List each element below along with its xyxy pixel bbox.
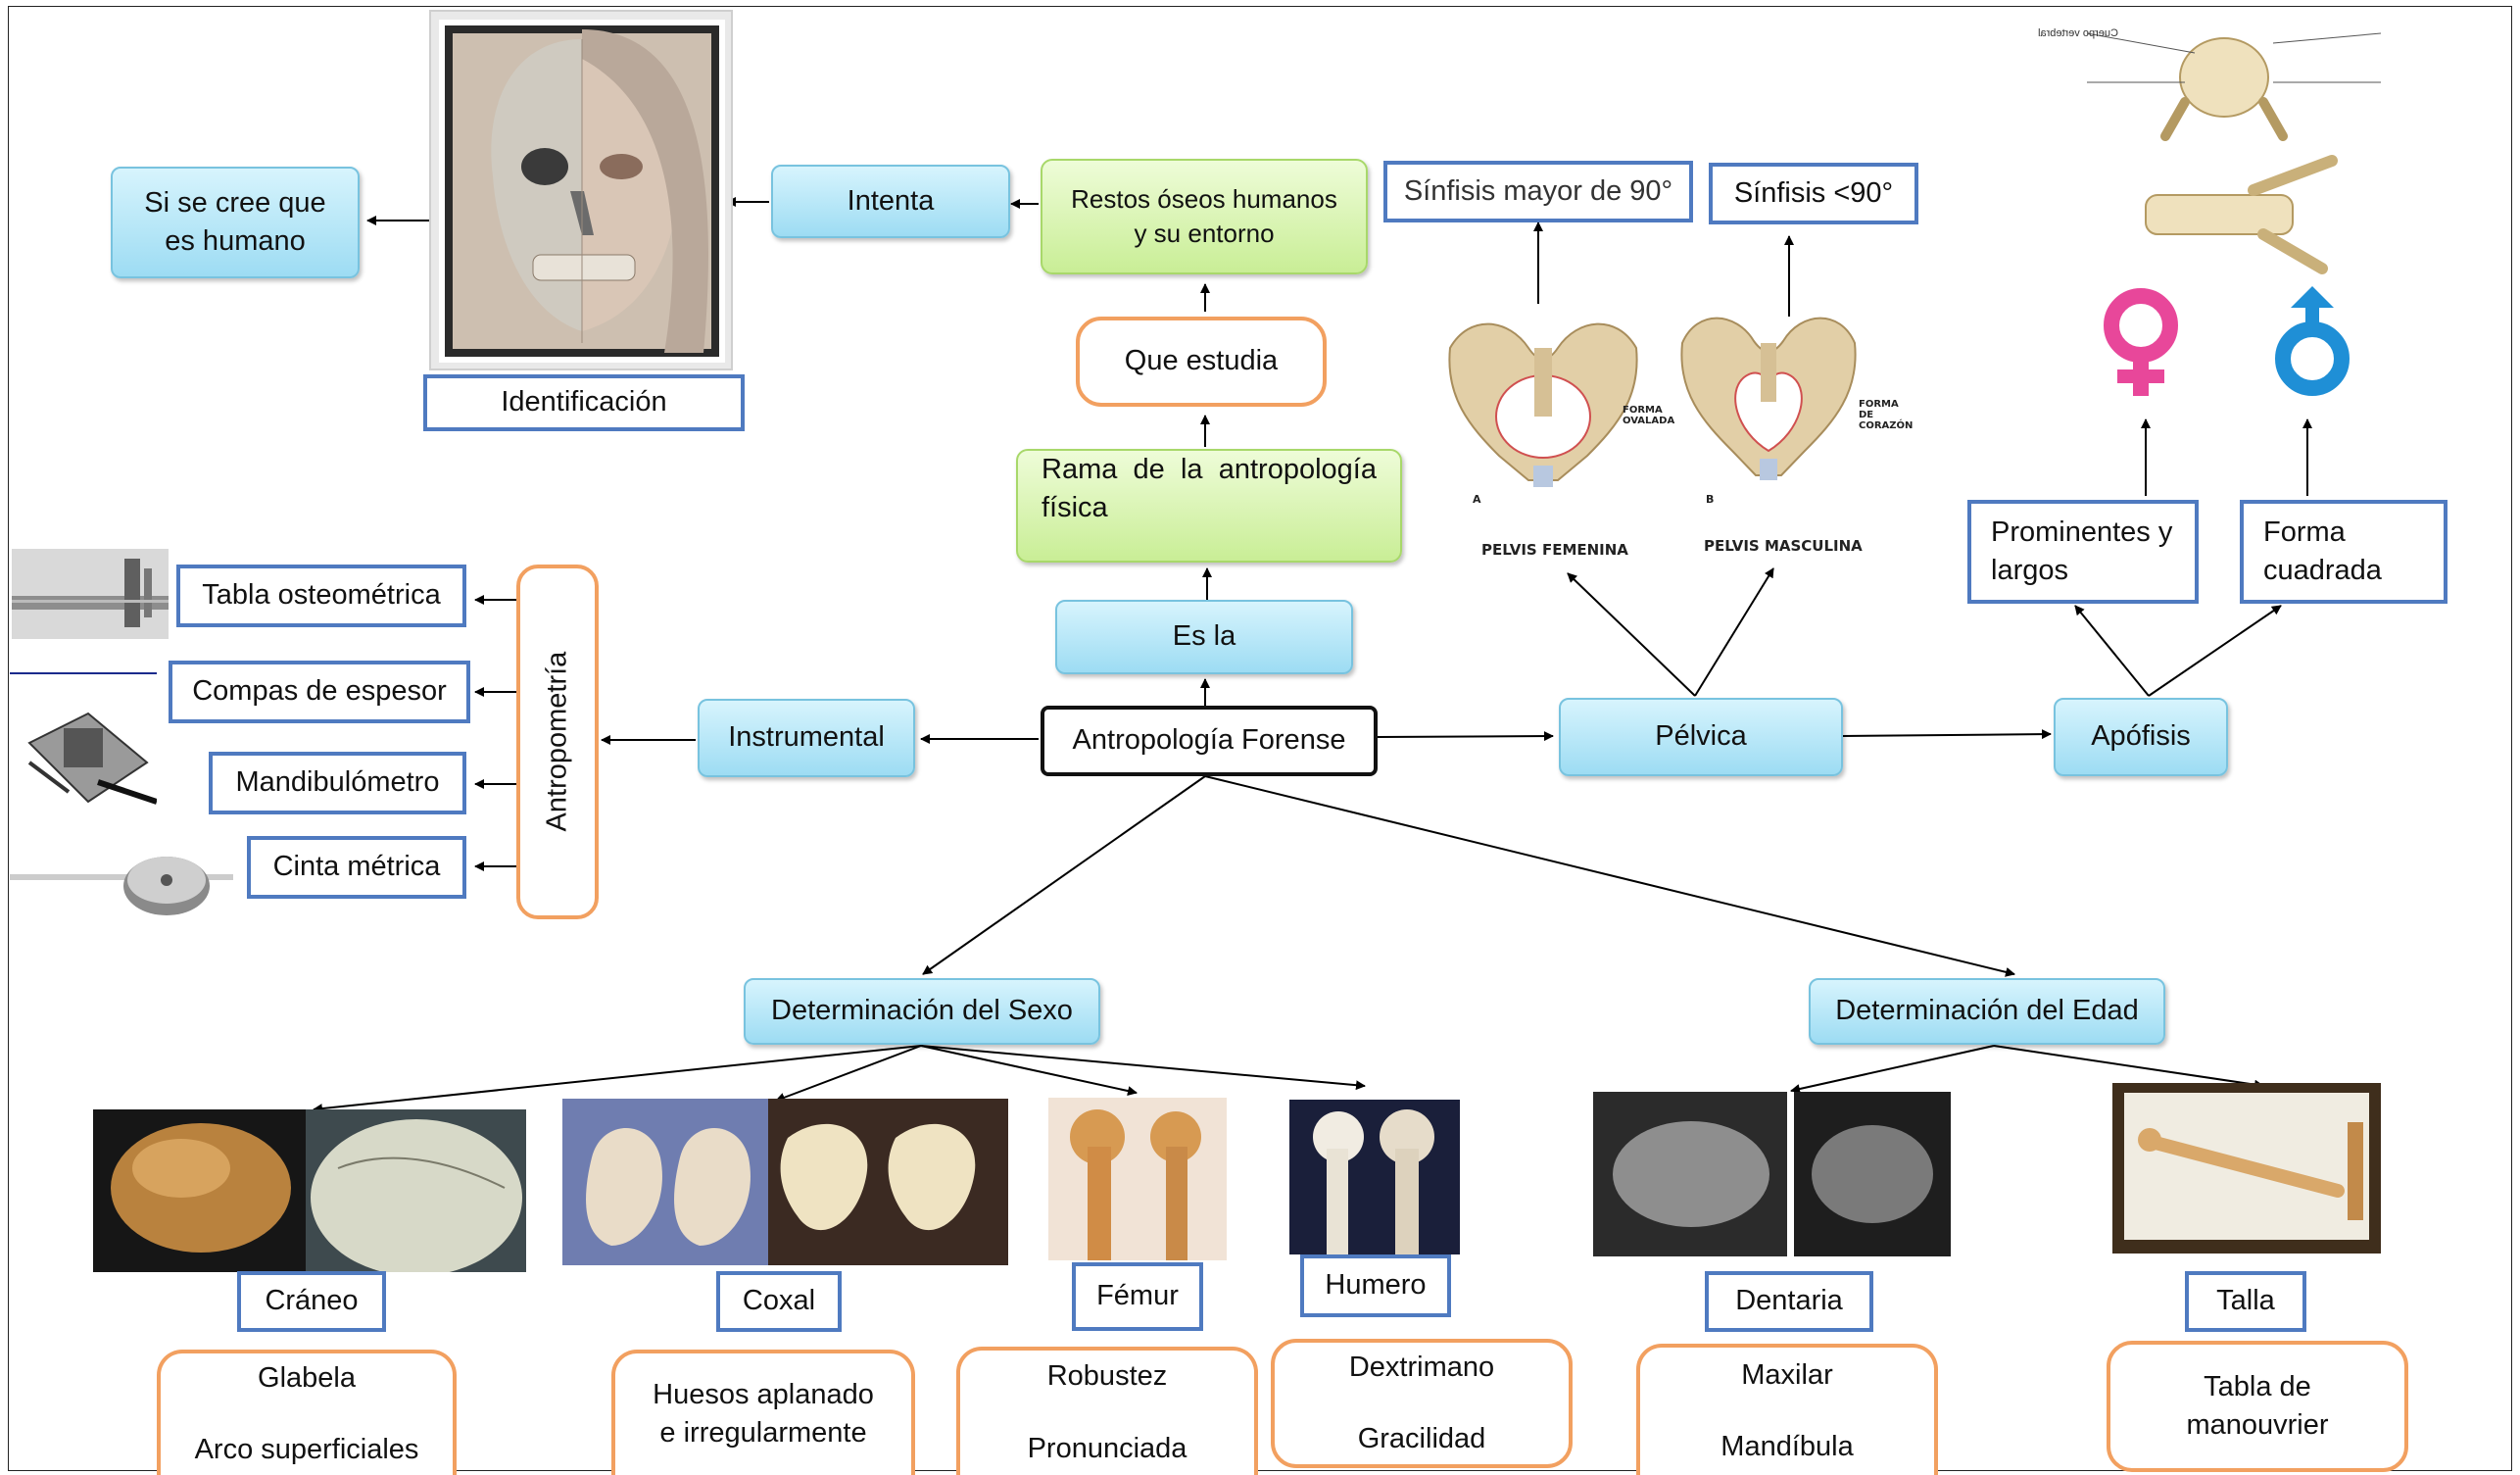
restos-line-1: Restos óseos humanos [1071,183,1337,214]
compass-image [10,672,157,819]
node-robustez: Robustez Pronunciada [956,1347,1258,1475]
rama-text: Rama de la antropología física [1042,454,1377,524]
robustez-line-1: Robustez [1046,1360,1168,1393]
dextrimano-line-1: Dextrimano [1348,1351,1495,1383]
female-symbol-icon [2104,288,2178,396]
coxal-image [562,1099,1008,1265]
node-craneo: Cráneo [237,1271,386,1332]
forma-cuadrada-line-2: cuadrada [2263,555,2382,586]
femur-image [1048,1098,1227,1260]
pelvis-femenina-image [1440,309,1646,515]
node-huesos: Huesos aplanado e irregularmente [611,1350,915,1475]
forma-corazon-label: FORMA DE CORAZÓN [1859,399,1914,431]
node-prominentes: Prominentes y largos [1967,500,2199,604]
node-tabla-manouvrier: Tabla de manouvrier [2107,1341,2408,1472]
node-instrumental: Instrumental [698,699,915,777]
dextrimano-line-2: Gracilidad [1357,1423,1486,1454]
node-glabela: Glabela Arco superficiales [157,1350,457,1475]
node-determinacion-edad: Determinación del Edad [1809,978,2165,1045]
pelvis-masculina-image [1668,304,1869,510]
node-rama: Rama de la antropología física [1016,449,1402,563]
pelvis-b-label: B [1706,493,1715,506]
node-determinacion-sexo: Determinación del Sexo [744,978,1100,1045]
node-restos: Restos óseos humanos y su entorno [1041,159,1368,274]
node-sinfisis-menor: Sínfisis <90° [1709,163,1918,224]
forma-cuadrada-line-1: Forma [2263,516,2346,548]
vertebra-annotation: Cuerpo vertebral [2038,27,2118,39]
identification-face-image [429,10,733,370]
node-dentaria: Dentaria [1705,1271,1873,1332]
node-intenta: Intenta [771,165,1010,238]
talla-image [2112,1083,2381,1254]
node-antropometria: Antropometría [516,565,599,919]
node-sinfisis-mayor: Sínfisis mayor de 90° [1383,161,1693,222]
node-si-se-cree: Si se cree que es humano [111,167,360,278]
node-compas-espesor: Compas de espesor [169,661,470,723]
diagram-frame [8,6,2512,1471]
node-dextrimano: Dextrimano Gracilidad [1271,1339,1573,1468]
pelvis-a-label: A [1473,493,1481,506]
pelvis-masculina-label: PELVIS MASCULINA [1704,537,1863,555]
glabela-line-1: Glabela [258,1361,356,1394]
male-symbol-image [2253,284,2371,402]
si-se-cree-line-2: es humano [165,225,306,257]
restos-line-2: y su entorno [1134,219,1275,248]
node-mandibulometro: Mandibulómetro [209,752,466,814]
skull-image [93,1109,526,1272]
node-tabla-osteometrica: Tabla osteométrica [176,565,466,627]
node-femur: Fémur [1072,1262,1203,1331]
prominentes-line-1: Prominentes y [1991,516,2173,548]
huesos-line-2: e irregularmente [659,1417,867,1449]
node-cinta-metrica: Cinta métrica [247,836,466,899]
node-antropologia-forense: Antropología Forense [1041,706,1378,776]
prominentes-line-2: largos [1991,555,2068,586]
dental-xray-image [1593,1092,1951,1256]
caliper-image [12,549,169,639]
huesos-line-1: Huesos aplanado [653,1378,874,1410]
glabela-line-2: Arco superficiales [194,1434,419,1465]
node-coxal: Coxal [716,1271,842,1332]
tabla-manouvrier-line-1: Tabla de [2204,1370,2311,1402]
forma-ovalada-label: FORMA OVALADA [1623,405,1675,426]
humero-image [1289,1100,1460,1254]
node-talla: Talla [2185,1271,2306,1332]
node-maxilar: Maxilar Mandíbula [1636,1344,1938,1475]
node-es-la: Es la [1055,600,1353,674]
vertebra-image: Cuerpo vertebral [2028,14,2420,278]
maxilar-line-2: Mandíbula [1720,1431,1854,1462]
antropometria-text: Antropometría [541,652,573,832]
node-identificacion: Identificación [423,374,745,431]
node-apofisis: Apófisis [2054,698,2228,776]
robustez-line-2: Pronunciada [1027,1432,1187,1464]
si-se-cree-line-1: Si se cree que [144,186,326,219]
pelvis-femenina-label: PELVIS FEMENINA [1481,541,1628,559]
male-symbol-icon [2275,286,2350,396]
tabla-manouvrier-line-2: manouvrier [2186,1409,2329,1441]
node-pelvica: Pélvica [1559,698,1843,776]
node-humero: Humero [1300,1254,1451,1317]
tape-measure-image [10,835,233,925]
node-que-estudia: Que estudia [1076,317,1327,407]
maxilar-line-1: Maxilar [1741,1358,1833,1391]
node-forma-cuadrada: Forma cuadrada [2240,500,2447,604]
female-symbol-image [2082,284,2200,402]
